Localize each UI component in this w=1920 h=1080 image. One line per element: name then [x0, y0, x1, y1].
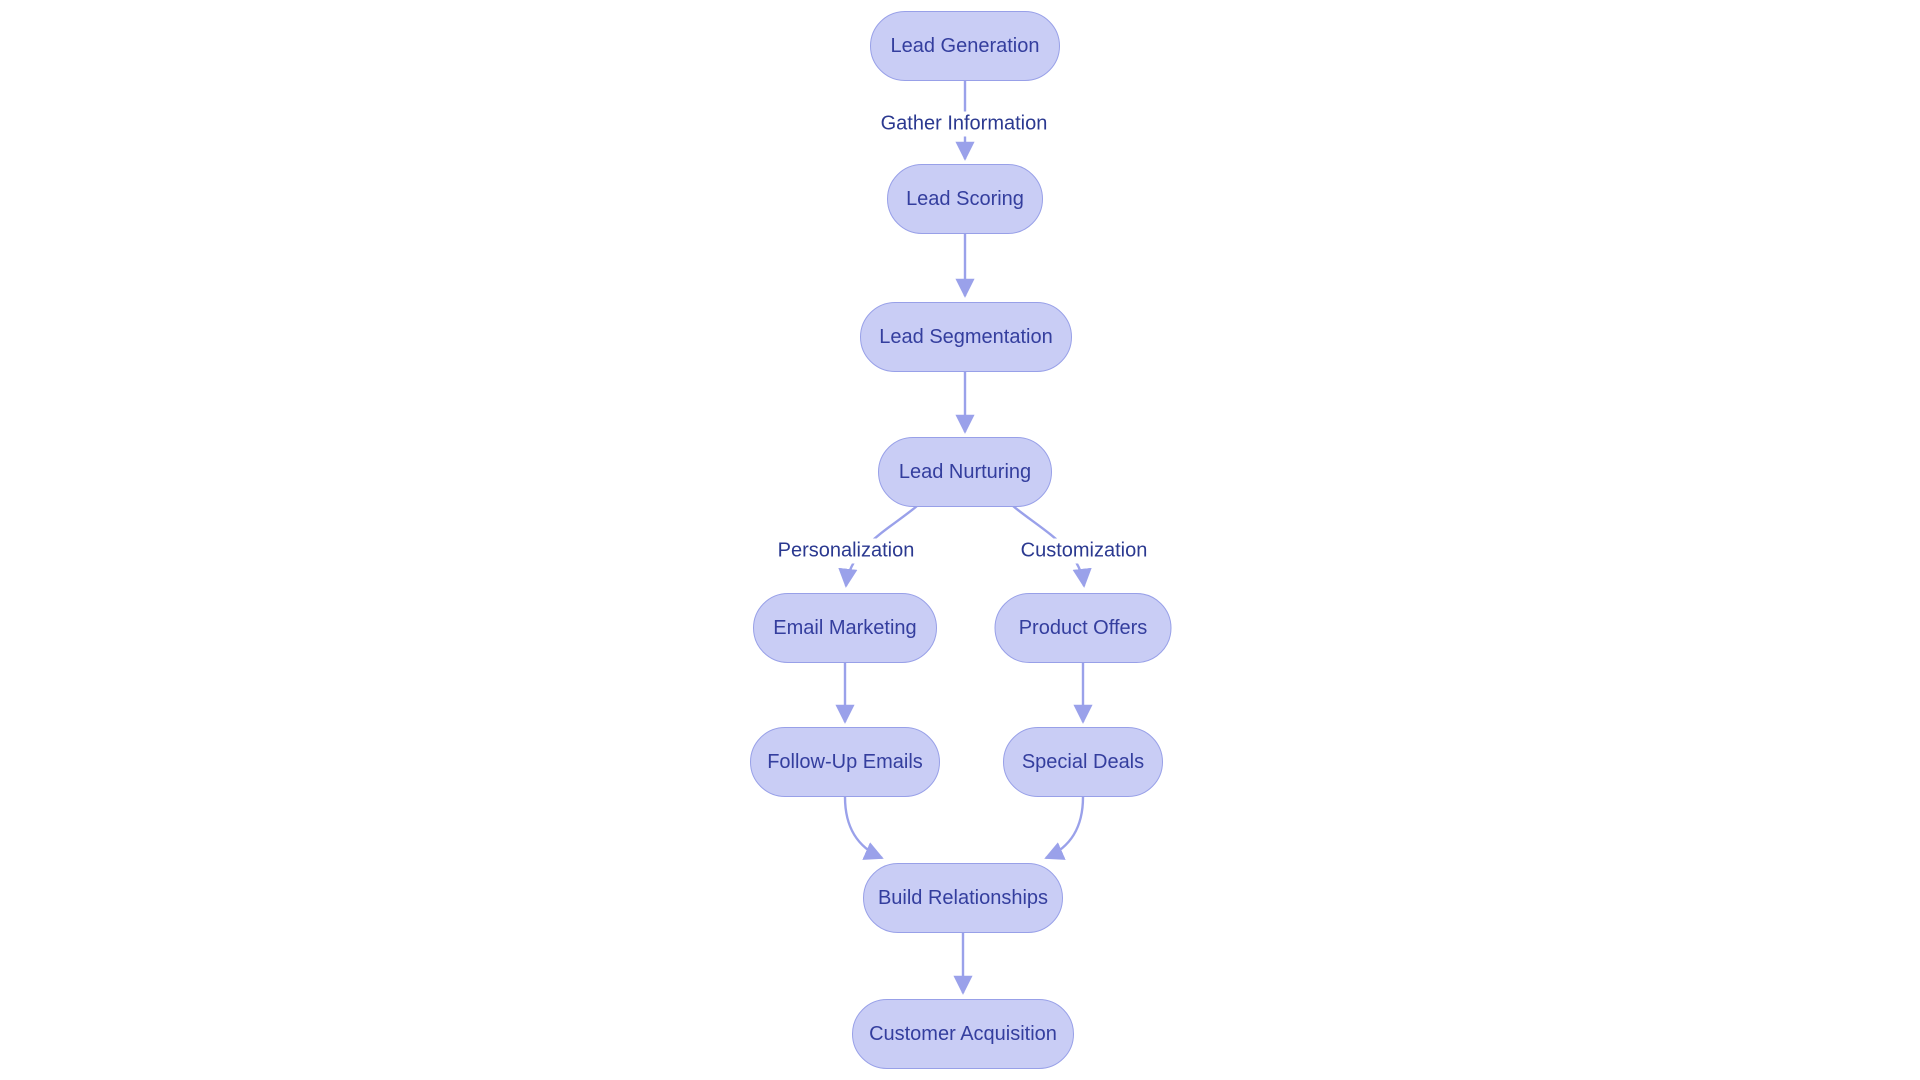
node-lead-scoring: Lead Scoring — [887, 164, 1043, 234]
node-follow-up-emails-label: Follow-Up Emails — [767, 750, 923, 773]
node-lead-generation-label: Lead Generation — [890, 34, 1040, 57]
edge-follow-up-emails-to-build-relationships — [843, 796, 884, 860]
node-lead-nurturing-label: Lead Nurturing — [898, 460, 1032, 483]
node-special-deals-label: Special Deals — [1021, 750, 1145, 773]
node-special-deals: Special Deals — [1003, 727, 1163, 797]
node-customer-acquisition-label: Customer Acquisition — [869, 1022, 1057, 1045]
node-follow-up-emails: Follow-Up Emails — [750, 727, 940, 797]
node-product-offers-label: Product Offers — [1018, 616, 1148, 639]
edge-label-customization: Customization — [1015, 538, 1153, 564]
node-customer-acquisition: Customer Acquisition — [852, 999, 1074, 1069]
node-email-marketing-label: Email Marketing — [773, 616, 917, 639]
node-email-marketing: Email Marketing — [753, 593, 937, 663]
edge-label-personalization: Personalization — [772, 538, 920, 564]
node-product-offers: Product Offers — [994, 593, 1172, 663]
node-lead-segmentation-label: Lead Segmentation — [879, 325, 1053, 348]
edge-special-deals-to-build-relationships — [1044, 796, 1085, 860]
node-lead-segmentation: Lead Segmentation — [860, 302, 1072, 372]
node-lead-generation: Lead Generation — [870, 11, 1060, 81]
node-lead-scoring-label: Lead Scoring — [906, 187, 1024, 210]
node-build-relationships-label: Build Relationships — [877, 886, 1049, 909]
node-build-relationships: Build Relationships — [863, 863, 1063, 933]
node-lead-nurturing: Lead Nurturing — [878, 437, 1052, 507]
edge-label-gather-information: Gather Information — [875, 111, 1053, 137]
